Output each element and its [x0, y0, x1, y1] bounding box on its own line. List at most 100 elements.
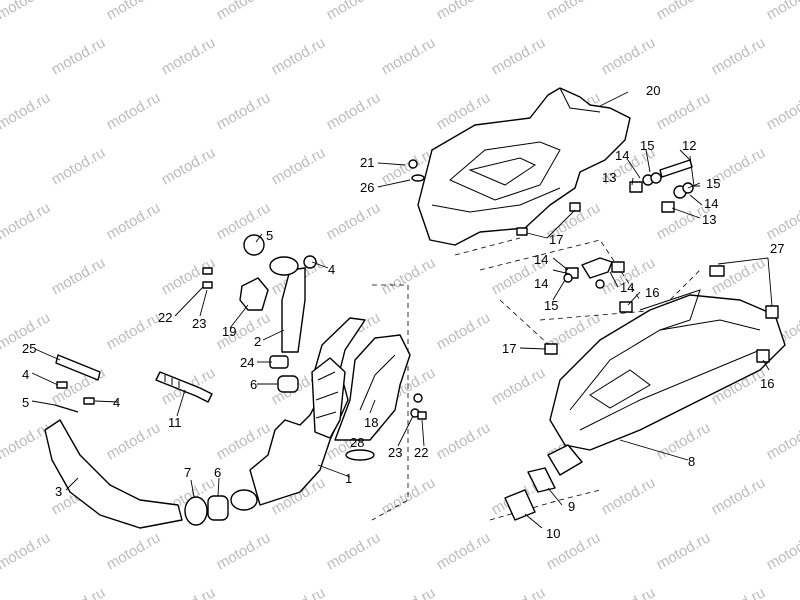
- callout-14-mid: 14: [534, 252, 548, 267]
- callout-18: 18: [364, 415, 378, 430]
- watermark-text: motod.ru: [654, 419, 714, 463]
- watermark-text: motod.ru: [324, 199, 384, 243]
- watermark-text: motod.ru: [324, 89, 384, 133]
- sleeve-6-upper-part: [277, 375, 299, 393]
- watermark-text: motod.ru: [214, 0, 274, 23]
- watermark-text: motod.ru: [654, 0, 714, 23]
- callout-11: 11: [168, 415, 182, 430]
- small-shield-part: [239, 277, 269, 311]
- watermark-text: motod.ru: [104, 0, 164, 23]
- callout-8: 8: [688, 454, 695, 469]
- watermark-text: motod.ru: [764, 529, 800, 573]
- watermark-text: motod.ru: [654, 529, 714, 573]
- watermark-text: motod.ru: [0, 0, 53, 23]
- watermark-text: motod.ru: [269, 584, 329, 600]
- callout-5-upper: 5: [266, 228, 273, 243]
- watermark-text: motod.ru: [654, 89, 714, 133]
- watermark-text: motod.ru: [0, 89, 53, 133]
- watermark-text: motod.ru: [434, 419, 494, 463]
- watermark-text: motod.ru: [159, 254, 219, 298]
- muffler-part: [547, 289, 786, 476]
- watermark-text: motod.ru: [0, 199, 53, 243]
- callout-19: 19: [222, 324, 236, 339]
- assembly-guides: [371, 237, 701, 521]
- front-pipe-part: [269, 256, 306, 353]
- gasket-part: [55, 354, 101, 381]
- callout-14-lower: 14: [620, 280, 634, 295]
- callout-6-lower: 6: [214, 465, 221, 480]
- callout-1: 1: [345, 471, 352, 486]
- callout-25: 25: [22, 341, 36, 356]
- watermark-text: motod.ru: [764, 0, 800, 23]
- callout-9: 9: [568, 499, 575, 514]
- callout-10: 10: [546, 526, 560, 541]
- callout-4-upper: 4: [328, 262, 335, 277]
- watermark-text: motod.ru: [104, 419, 164, 463]
- watermark-text: motod.ru: [489, 364, 549, 408]
- watermark-text: motod.ru: [379, 254, 439, 298]
- callout-14-right: 14: [704, 196, 718, 211]
- header-pipe-part: [249, 317, 366, 506]
- callout-14-top: 14: [615, 148, 629, 163]
- callout-14-mid2: 14: [534, 276, 548, 291]
- callout-layer: 20 21 26 17 14 13 15 12 15 14 13 14 14 1…: [22, 83, 784, 541]
- clamp-7-part: [184, 496, 208, 526]
- callout-13-top: 13: [602, 170, 616, 185]
- watermark-text: motod.ru: [764, 199, 800, 243]
- watermark-text: motod.ru: [489, 584, 549, 600]
- callout-17-upper: 17: [549, 232, 563, 247]
- callout-16-upper: 16: [645, 285, 659, 300]
- watermark-text: motod.ru: [489, 34, 549, 78]
- watermark-text: motod.ru: [269, 34, 329, 78]
- watermark-text: motod.ru: [324, 529, 384, 573]
- callout-12: 12: [682, 138, 696, 153]
- watermark-text: motod.ru: [49, 254, 109, 298]
- callout-28: 28: [350, 435, 364, 450]
- callout-6-upper: 6: [250, 377, 257, 392]
- sleeve-9-part: [527, 467, 556, 493]
- callout-15-right: 15: [706, 176, 720, 191]
- watermark-text: motod.ru: [159, 34, 219, 78]
- callout-22-right: 22: [414, 445, 428, 460]
- watermark-text: motod.ru: [159, 584, 219, 600]
- watermark-text: motod.ru: [324, 0, 384, 23]
- watermark-text: motod.ru: [544, 0, 604, 23]
- watermark-text: motod.ru: [599, 584, 659, 600]
- callout-13-right: 13: [702, 212, 716, 227]
- watermark-text: motod.ru: [434, 0, 494, 23]
- watermark-text: motod.ru: [709, 34, 769, 78]
- watermark-text: motod.ru: [159, 144, 219, 188]
- watermark-text: motod.ru: [214, 89, 274, 133]
- watermark-text: motod.ru: [49, 34, 109, 78]
- callout-17-lower: 17: [502, 341, 516, 356]
- callout-23-right: 23: [388, 445, 402, 460]
- watermark-text: motod.ru: [104, 529, 164, 573]
- watermark-text: motod.ru: [599, 474, 659, 518]
- pipe-joint-part: [230, 489, 258, 511]
- callout-23-left: 23: [192, 316, 206, 331]
- sensor-part: [155, 371, 213, 403]
- watermark-text: motod.ru: [709, 584, 769, 600]
- callout-15-mid: 15: [544, 298, 558, 313]
- hardware-parts: [54, 159, 779, 420]
- watermark-text: motod.ru: [599, 34, 659, 78]
- callout-16-lower: 16: [760, 376, 774, 391]
- clamp-10-part: [504, 489, 536, 521]
- clamp-28-part: [345, 449, 375, 461]
- watermark-text: motod.ru: [214, 529, 274, 573]
- callout-3: 3: [55, 484, 62, 499]
- watermark-text: motod.ru: [214, 419, 274, 463]
- watermark-text: motod.ru: [764, 89, 800, 133]
- callout-27: 27: [770, 241, 784, 256]
- heat-guard-part: [334, 334, 411, 441]
- watermark-text: motod.ru: [269, 144, 329, 188]
- watermark-text: motod.ru: [0, 529, 53, 573]
- tail-cover-part: [417, 87, 631, 246]
- watermark-text: motod.ru: [379, 34, 439, 78]
- watermark-text: motod.ru: [379, 584, 439, 600]
- callout-5-left: 5: [22, 395, 29, 410]
- bent-pipe-part: [44, 419, 183, 529]
- sleeve-6-lower-part: [207, 495, 229, 521]
